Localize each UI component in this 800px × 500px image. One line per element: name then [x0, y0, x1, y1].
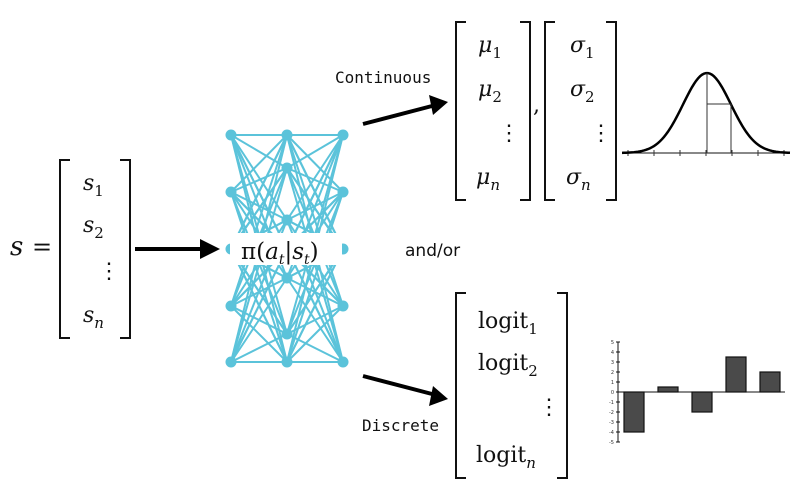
network-edge	[286, 134, 344, 250]
arrow-to-discrete	[362, 374, 448, 406]
bar	[759, 371, 781, 393]
bar	[623, 391, 645, 433]
arrow-state-to-policy	[135, 239, 220, 259]
network-edge	[230, 305, 288, 363]
sigma-entry-n: σn	[566, 165, 591, 194]
network-edge	[286, 167, 344, 193]
gaussian-plot	[621, 71, 791, 156]
bar-chart-y-tick-label: -4	[609, 430, 614, 436]
bar-chart-y-tick-label: 2	[611, 370, 614, 376]
mu-entry-1: μ1	[478, 33, 502, 62]
network-node	[281, 328, 293, 340]
network-edge	[230, 191, 288, 221]
network-node	[337, 129, 349, 141]
state-left-bracket	[59, 159, 70, 339]
gaussian-curve	[621, 71, 791, 155]
bar	[691, 391, 713, 413]
network-edge	[286, 134, 344, 193]
sigma-entry-1: σ1	[570, 33, 595, 62]
state-vdots: ⋮	[98, 259, 120, 284]
network-node	[337, 356, 349, 368]
network-node	[337, 186, 349, 198]
bar-chart-y-ticks: 5 4 3 2 1 0 -1 -2 -3 -4 -5	[609, 340, 620, 446]
network-edge	[230, 134, 288, 250]
state-entry-2: s2	[83, 213, 104, 242]
arrow-to-continuous	[362, 95, 448, 126]
state-symbol: s	[10, 232, 23, 262]
network-edge	[230, 134, 288, 193]
sigma-vdots: ⋮	[590, 121, 612, 146]
network-node	[281, 129, 293, 141]
network-node	[225, 186, 237, 198]
bar	[725, 356, 747, 393]
logit-bar-chart: 5 4 3 2 1 0 -1 -2 -3 -4 -5	[609, 340, 785, 446]
mu-vector: μ1 μ2 ⋮ μn	[455, 21, 531, 201]
network-edge	[230, 134, 288, 307]
network-nodes	[225, 129, 349, 368]
logit-vector: logit1 logit2 ⋮ logitn	[455, 292, 568, 479]
logit-entry-n: logitn	[476, 443, 536, 472]
policy-label: π(at|st)	[230, 233, 342, 268]
mu-right-bracket	[520, 21, 531, 201]
logit-left-bracket	[455, 292, 466, 479]
network-node	[225, 129, 237, 141]
bar-chart-y-tick-label: 5	[611, 340, 614, 346]
bar-chart-y-tick-label: -1	[609, 400, 614, 406]
network-node	[281, 356, 293, 368]
discrete-label: Discrete	[362, 416, 439, 435]
continuous-label: Continuous	[335, 68, 431, 87]
network-edge	[230, 333, 288, 363]
network-edge	[286, 134, 344, 169]
state-equation: s = s1 s2 ⋮ sn	[10, 159, 131, 339]
network-node	[281, 162, 293, 174]
mu-entry-2: μ2	[478, 77, 502, 106]
network-edge	[230, 134, 288, 221]
logit-right-bracket	[557, 292, 568, 479]
vector-comma: ,	[533, 93, 540, 118]
logit-entry-2: logit2	[478, 351, 538, 380]
bar-chart-bars	[623, 356, 781, 433]
network-node	[225, 300, 237, 312]
sigma-left-bracket	[544, 21, 555, 201]
bar-chart-y-tick-label: 4	[611, 350, 614, 356]
sigma-entry-2: σ2	[570, 77, 595, 106]
network-edge	[286, 191, 344, 363]
network-edge	[286, 134, 344, 221]
equals-sign: =	[32, 233, 52, 261]
network-edge	[286, 333, 344, 363]
mu-left-bracket	[455, 21, 466, 201]
network-edge	[286, 305, 344, 363]
network-edge	[286, 305, 344, 335]
bar-chart-y-tick-label: -3	[609, 420, 614, 426]
and-or-label: and/or	[405, 241, 460, 261]
state-entry-1: s1	[83, 171, 104, 200]
state-entry-n: sn	[83, 303, 104, 332]
state-right-bracket	[120, 159, 131, 339]
network-edge	[286, 248, 344, 363]
bar	[657, 386, 679, 393]
sigma-right-bracket	[606, 21, 617, 201]
network-node	[225, 356, 237, 368]
sigma-vector: σ1 σ2 ⋮ σn	[544, 21, 617, 201]
logit-vdots: ⋮	[538, 395, 560, 420]
network-node	[281, 214, 293, 226]
bar-chart-y-tick-label: 1	[611, 380, 614, 386]
network-node	[281, 272, 293, 284]
logit-entry-1: logit1	[478, 309, 538, 338]
policy-expression: π(at|st)	[241, 239, 319, 268]
bar-chart-y-tick-label: -2	[609, 410, 614, 416]
bar-chart-y-tick-label: 3	[611, 360, 614, 366]
network-edge	[230, 277, 288, 363]
mu-vdots: ⋮	[498, 121, 520, 146]
network-edge	[230, 248, 288, 363]
policy-label-backdrop	[230, 233, 342, 265]
mu-entry-n: μn	[476, 165, 500, 194]
network-node	[337, 300, 349, 312]
bar-chart-y-tick-label: 0	[611, 390, 614, 396]
bar-chart-y-tick-label: -5	[609, 440, 614, 446]
